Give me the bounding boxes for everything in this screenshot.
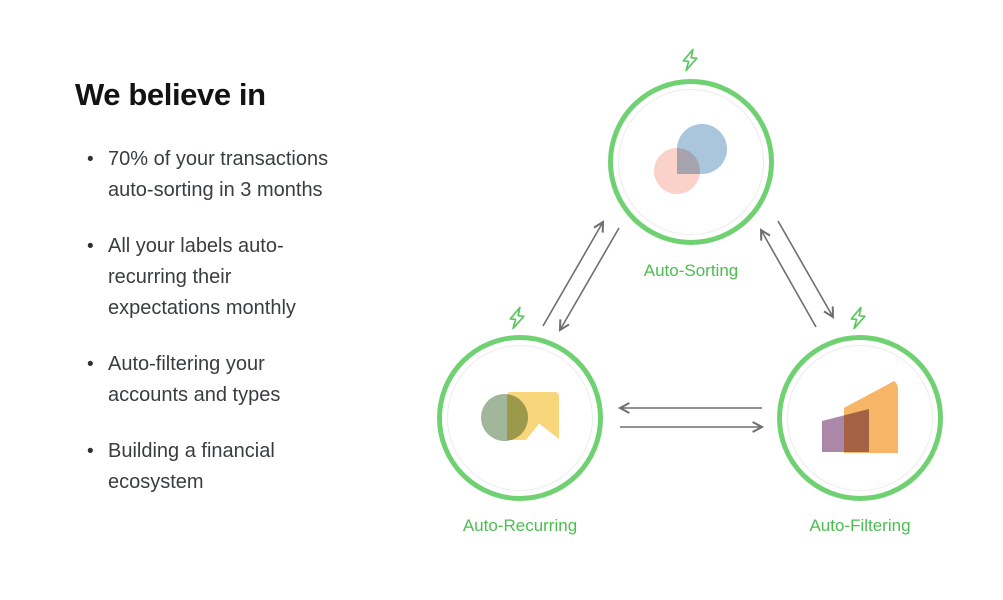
node-auto-recurring (437, 335, 603, 501)
page-title: We believe in (75, 77, 266, 112)
belief-item-auto-sorting: 70% of your transactions auto-sorting in… (85, 144, 415, 206)
node-inner-ring (618, 89, 764, 235)
arrow-recurring-to-sorting (542, 220, 605, 327)
belief-panel: We believe in 70% of your transactions a… (75, 76, 415, 523)
node-label-auto-recurring: Auto-Recurring (462, 516, 578, 535)
belief-item-ecosystem: Building a financial ecosystem (85, 436, 415, 498)
arrow-sorting-to-filtering (777, 220, 835, 319)
node-label-auto-sorting: Auto-Sorting (643, 261, 739, 280)
lightning-bolt-icon (850, 306, 866, 330)
node-inner-ring (447, 345, 593, 491)
yellow-bookmark-shape (507, 392, 559, 440)
node-auto-sorting (608, 79, 774, 245)
auto-filtering-icon (822, 379, 898, 453)
auto-recurring-icon (481, 392, 559, 442)
lightning-bolt-icon (509, 306, 525, 330)
node-inner-ring (787, 345, 933, 491)
purple-bar-shape (822, 409, 869, 452)
belief-item-auto-recurring: All your labels auto- recurring their ex… (85, 231, 415, 324)
node-label-auto-filtering: Auto-Filtering (809, 516, 911, 535)
belief-item-auto-filtering: Auto-filtering your accounts and types (85, 349, 415, 411)
auto-sorting-icon (654, 124, 728, 194)
blue-drop-shape (677, 124, 727, 174)
lightning-bolt-icon (682, 48, 698, 72)
node-auto-filtering (777, 335, 943, 501)
belief-list: 70% of your transactions auto-sorting in… (75, 144, 415, 498)
